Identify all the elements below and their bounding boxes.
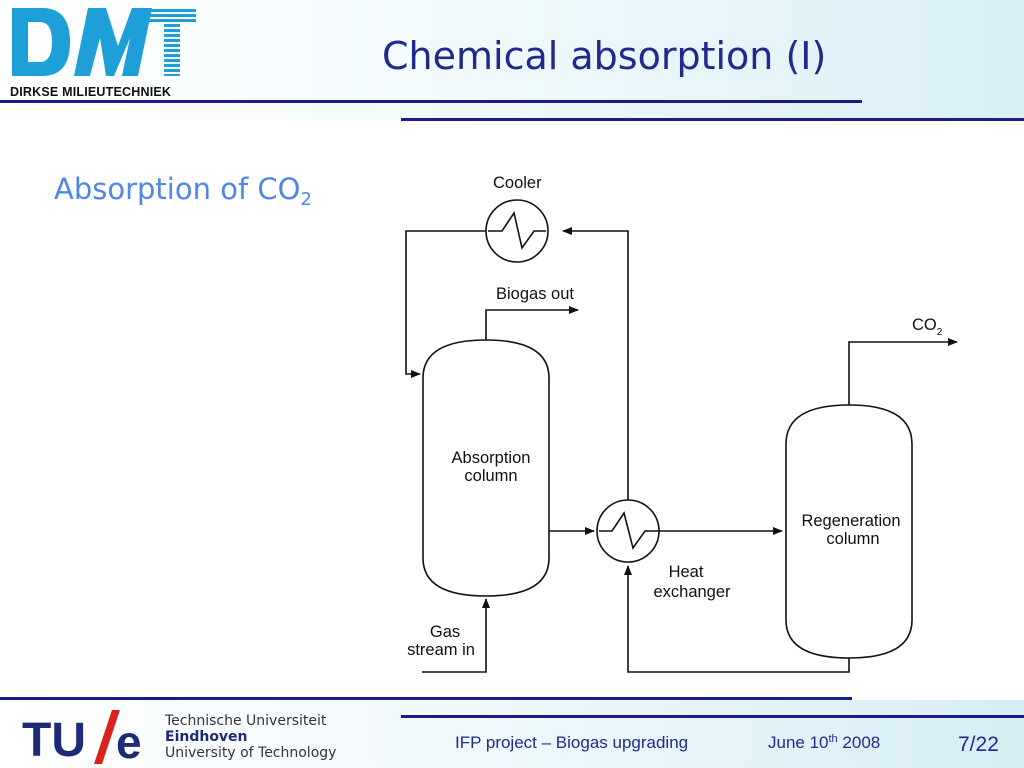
footer-date: June 10th 2008 xyxy=(768,733,880,753)
header-rule-right xyxy=(401,118,1024,121)
tue-line-3: University of Technology xyxy=(165,745,337,761)
tue-logo: TU e xyxy=(22,710,142,766)
absorption-column xyxy=(422,339,550,597)
co2-label-text: CO xyxy=(912,316,937,334)
subtitle-text: Absorption of CO xyxy=(54,172,301,206)
gas-label-2: stream in xyxy=(407,641,475,659)
tue-line-1: Technische Universiteit xyxy=(165,713,327,729)
cooler-label: Cooler xyxy=(493,174,542,192)
co2-label-sub: 2 xyxy=(937,327,943,338)
regeneration-label-2: column xyxy=(826,530,879,548)
page-number: 7/22 xyxy=(958,733,999,756)
date-sup: th xyxy=(828,733,838,745)
absorption-label-2: column xyxy=(464,467,517,485)
subtitle-subscript: 2 xyxy=(300,189,312,210)
footer-rule-top xyxy=(0,697,852,700)
gas-in-line xyxy=(422,598,490,673)
biogas-out-line xyxy=(485,306,579,340)
absorption-label-1: Absorption xyxy=(452,449,531,467)
footer-rule-right xyxy=(401,715,1024,718)
co2-out-line xyxy=(848,338,958,405)
date-prefix: June 10 xyxy=(768,733,829,752)
heat-label-1: Heat xyxy=(669,563,704,581)
logo-subtitle: DIRKSE MILIEUTECHNIEK xyxy=(10,85,172,99)
biogas-out-label: Biogas out xyxy=(496,285,574,303)
co2-label: CO2 xyxy=(912,316,943,338)
lean-line-up xyxy=(562,227,629,500)
dmt-logo xyxy=(12,8,196,76)
slide-subtitle: Absorption of CO2 xyxy=(54,172,312,210)
process-diagram: Cooler Biogas out CO2 Absorption column … xyxy=(405,174,958,673)
page-title: Chemical absorption (I) xyxy=(382,34,827,78)
gas-label-1: Gas xyxy=(430,623,460,641)
svg-text:e: e xyxy=(116,716,142,766)
tue-line-2: Eindhoven xyxy=(165,729,248,745)
header-rule-left xyxy=(0,100,862,103)
date-suffix: 2008 xyxy=(837,733,881,752)
footer-project: IFP project – Biogas upgrading xyxy=(455,733,689,752)
regen-return-line xyxy=(624,565,850,673)
heat-label-2: exchanger xyxy=(653,583,731,601)
cooled-line xyxy=(405,230,486,378)
footer-background xyxy=(0,700,1024,768)
regeneration-column xyxy=(785,404,913,659)
regeneration-label-1: Regeneration xyxy=(801,512,900,530)
svg-text:TU: TU xyxy=(22,714,86,766)
